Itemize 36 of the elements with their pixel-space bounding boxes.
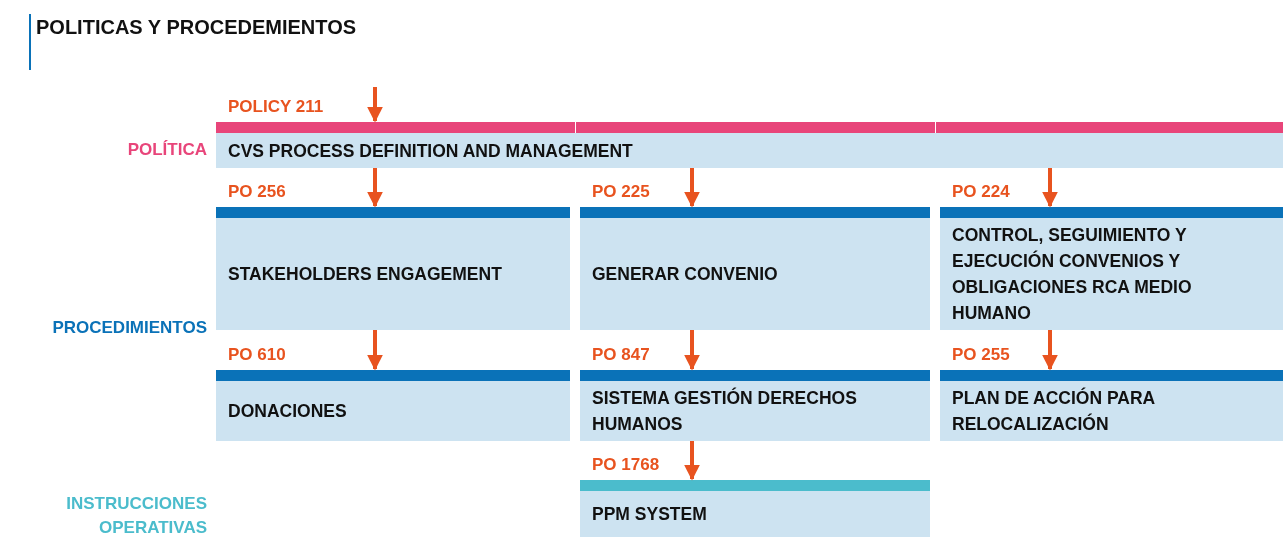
box-label: STAKEHOLDERS ENGAGEMENT: [228, 263, 503, 286]
document-code: PO 256: [228, 182, 286, 202]
row-label: POLÍTICA: [126, 139, 207, 161]
process-box: [580, 370, 930, 441]
document-code: PO 1768: [592, 455, 660, 475]
process-box: [580, 207, 930, 330]
box-label: GENERAR CONVENIO: [592, 263, 779, 286]
process-box: [940, 370, 1283, 441]
document-code: PO 847: [592, 345, 650, 365]
box-label: CONTROL, SEGUIMIENTO Y EJECUCIÓN CONVENIOS Y OBLIGACIONES RCA MEDIO HUMANO: [952, 224, 1193, 325]
row-label: PROCEDIMIENTOS: [51, 317, 207, 339]
arrow: [1042, 330, 1058, 371]
document-code: PO 255: [952, 345, 1010, 365]
process-box: [580, 480, 930, 537]
arrow: [367, 168, 383, 208]
document-code: PO 610: [228, 345, 286, 365]
arrow: [684, 168, 700, 208]
arrow: [367, 330, 383, 371]
process-box: [216, 207, 570, 330]
box-label: PLAN DE ACCIÓN PARA RELOCALIZACIÓN: [952, 386, 1156, 436]
document-code: POLICY 211: [228, 97, 324, 117]
box-label: PPM SYSTEM: [592, 503, 708, 526]
arrow: [684, 441, 700, 481]
document-code: PO 224: [952, 182, 1010, 202]
arrow: [367, 87, 383, 123]
process-box: [940, 207, 1283, 330]
arrow: [684, 330, 700, 371]
process-box: [216, 122, 1283, 168]
process-box: [216, 370, 570, 441]
document-code: PO 225: [592, 182, 650, 202]
row-label: INSTRUCCIONES OPERATIVAS: [65, 493, 207, 538]
title: POLITICAS Y PROCEDEMIENTOS: [36, 16, 357, 39]
box-label: DONACIONES: [228, 400, 348, 423]
box-label: SISTEMA GESTIÓN DERECHOS HUMANOS: [592, 386, 858, 436]
box-label: CVS PROCESS DEFINITION AND MANAGEMENT: [228, 139, 634, 163]
arrow: [1042, 168, 1058, 208]
